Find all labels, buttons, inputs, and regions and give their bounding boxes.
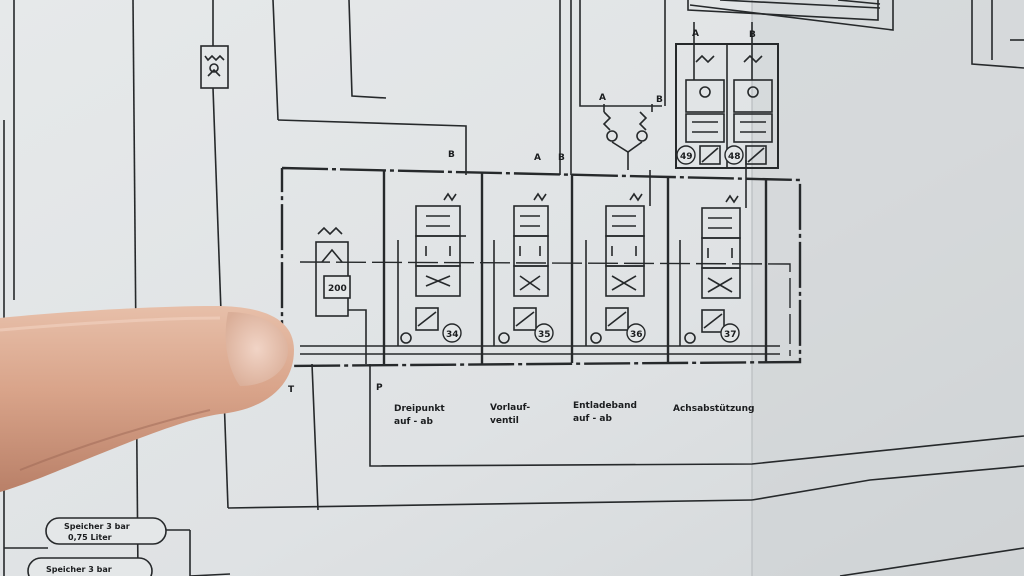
accumulator-1-line2: 0,75 Liter: [68, 533, 112, 542]
shuttle-port-a: A: [599, 93, 606, 103]
valve-36-caption-line2: auf - ab: [573, 414, 612, 424]
shuttle-port-b: B: [656, 95, 663, 105]
valve-37: [679, 160, 747, 346]
valve-35-caption-line2: ventil: [490, 416, 519, 426]
pointing-finger: [0, 306, 294, 492]
accumulator-2-line1: Speicher 3 bar: [46, 565, 112, 574]
pilot-valve-49-port: A: [692, 29, 699, 39]
valve-36: [585, 170, 651, 346]
valve-36-number: 36: [630, 330, 643, 340]
accumulator-1: [45, 517, 167, 545]
accumulator-1-line1: Speicher 3 bar: [64, 522, 130, 531]
valve-block-outline: [280, 166, 802, 368]
schematic-lines: [3, 0, 1024, 576]
pilot-valve-48: [733, 22, 773, 165]
shuttle-check-pair: [602, 104, 653, 170]
valve-number-circles: [442, 145, 744, 343]
pilot-valve-48-port: B: [749, 30, 756, 40]
relief-valve: [315, 226, 367, 364]
valve-34-number: 34: [446, 330, 459, 340]
valve-36-caption-line1: Entladeband: [573, 401, 637, 411]
pilot-valve-49-number: 49: [680, 152, 693, 162]
valve-35-port-a: A: [534, 153, 541, 163]
valve-35-number: 35: [538, 330, 551, 340]
accumulator-2: [27, 557, 153, 576]
valve-34-caption-line1: Dreipunkt: [394, 404, 445, 414]
valve-37-caption-line1: Achsabstützung: [673, 404, 754, 414]
valve-37-number: 37: [724, 330, 737, 340]
pressure-port-label: P: [376, 383, 383, 393]
paper-right-shadow: [752, 0, 1024, 576]
valve-34-caption-line2: auf - ab: [394, 417, 433, 427]
valve-34: [397, 192, 466, 346]
valve-34-port-b: B: [448, 150, 455, 160]
pilot-valve-box: [675, 43, 779, 169]
valve-35-caption-line1: Vorlauf-: [490, 403, 530, 413]
tank-port-label: T: [288, 385, 295, 395]
check-valve-symbol: [200, 45, 229, 89]
valve-35-port-b: B: [558, 153, 565, 163]
pilot-valve-48-number: 48: [728, 152, 741, 162]
pilot-valve-49: [685, 22, 725, 165]
relief-setting-label: 200: [328, 284, 347, 294]
valve-35: [493, 192, 549, 346]
